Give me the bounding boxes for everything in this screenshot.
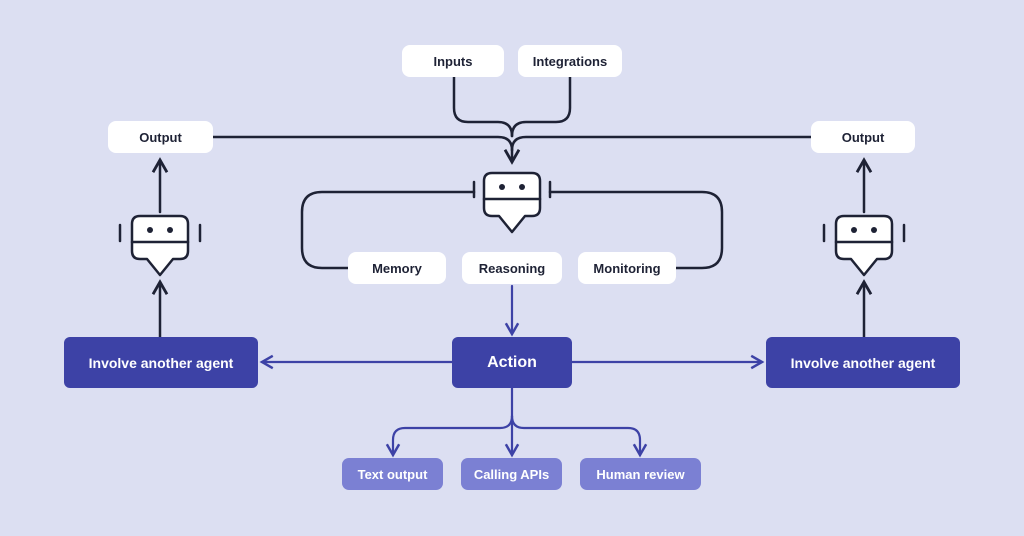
human-review-node: Human review xyxy=(580,458,701,490)
text-output-node: Text output xyxy=(342,458,443,490)
memory-node: Memory xyxy=(348,252,446,284)
action-node: Action xyxy=(452,337,572,388)
robot-agent-icon xyxy=(118,214,202,277)
reasoning-node: Reasoning xyxy=(462,252,562,284)
involve-another-agent-left-node: Involve another agent xyxy=(64,337,258,388)
integrations-node: Integrations xyxy=(518,45,622,77)
involve-another-agent-right-node: Involve another agent xyxy=(766,337,960,388)
output-right-node: Output xyxy=(811,121,915,153)
robot-agent-icon xyxy=(822,214,906,277)
inputs-node: Inputs xyxy=(402,45,504,77)
connector-output-left-line xyxy=(211,135,514,152)
connector-output-right-line xyxy=(510,135,814,152)
loop-left xyxy=(300,190,476,270)
loop-right xyxy=(548,190,724,270)
robot-agent-icon xyxy=(472,171,552,234)
calling-apis-node: Calling APIs xyxy=(461,458,562,490)
monitoring-node: Monitoring xyxy=(578,252,676,284)
connector-inputs-to-agent xyxy=(452,75,514,138)
output-left-node: Output xyxy=(108,121,213,153)
connector-action-to-human-review xyxy=(510,414,648,458)
connector-integrations-to-agent xyxy=(510,75,572,138)
connector-action-to-text-output xyxy=(385,414,514,458)
